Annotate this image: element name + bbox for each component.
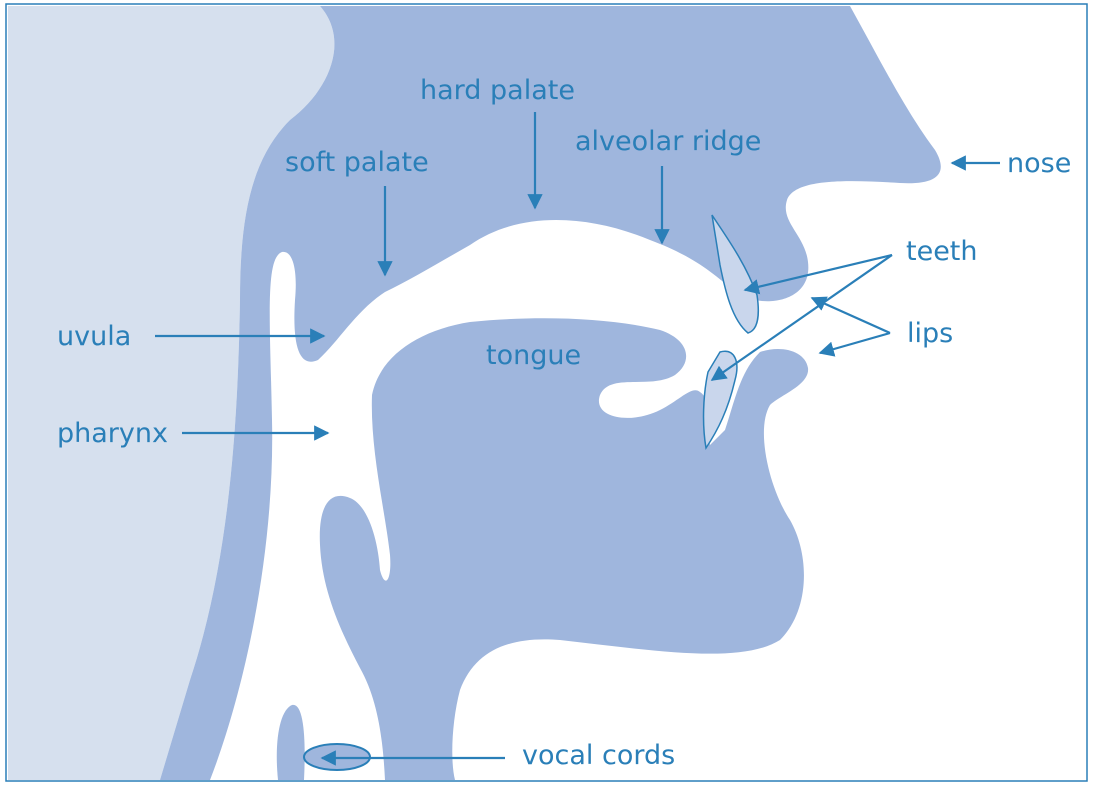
nose-label: nose [1007,148,1071,179]
uvula-label: uvula [57,321,131,352]
hard-palate-label: hard palate [420,75,575,106]
pharynx-label: pharynx [57,418,168,449]
teeth-label: teeth [906,236,978,267]
vocal-cords-label: vocal cords [522,740,675,771]
soft-palate-label: soft palate [285,147,429,178]
tongue-label: tongue [486,340,581,371]
lips-label: lips [907,318,953,349]
alveolar-ridge-label: alveolar ridge [575,126,761,157]
